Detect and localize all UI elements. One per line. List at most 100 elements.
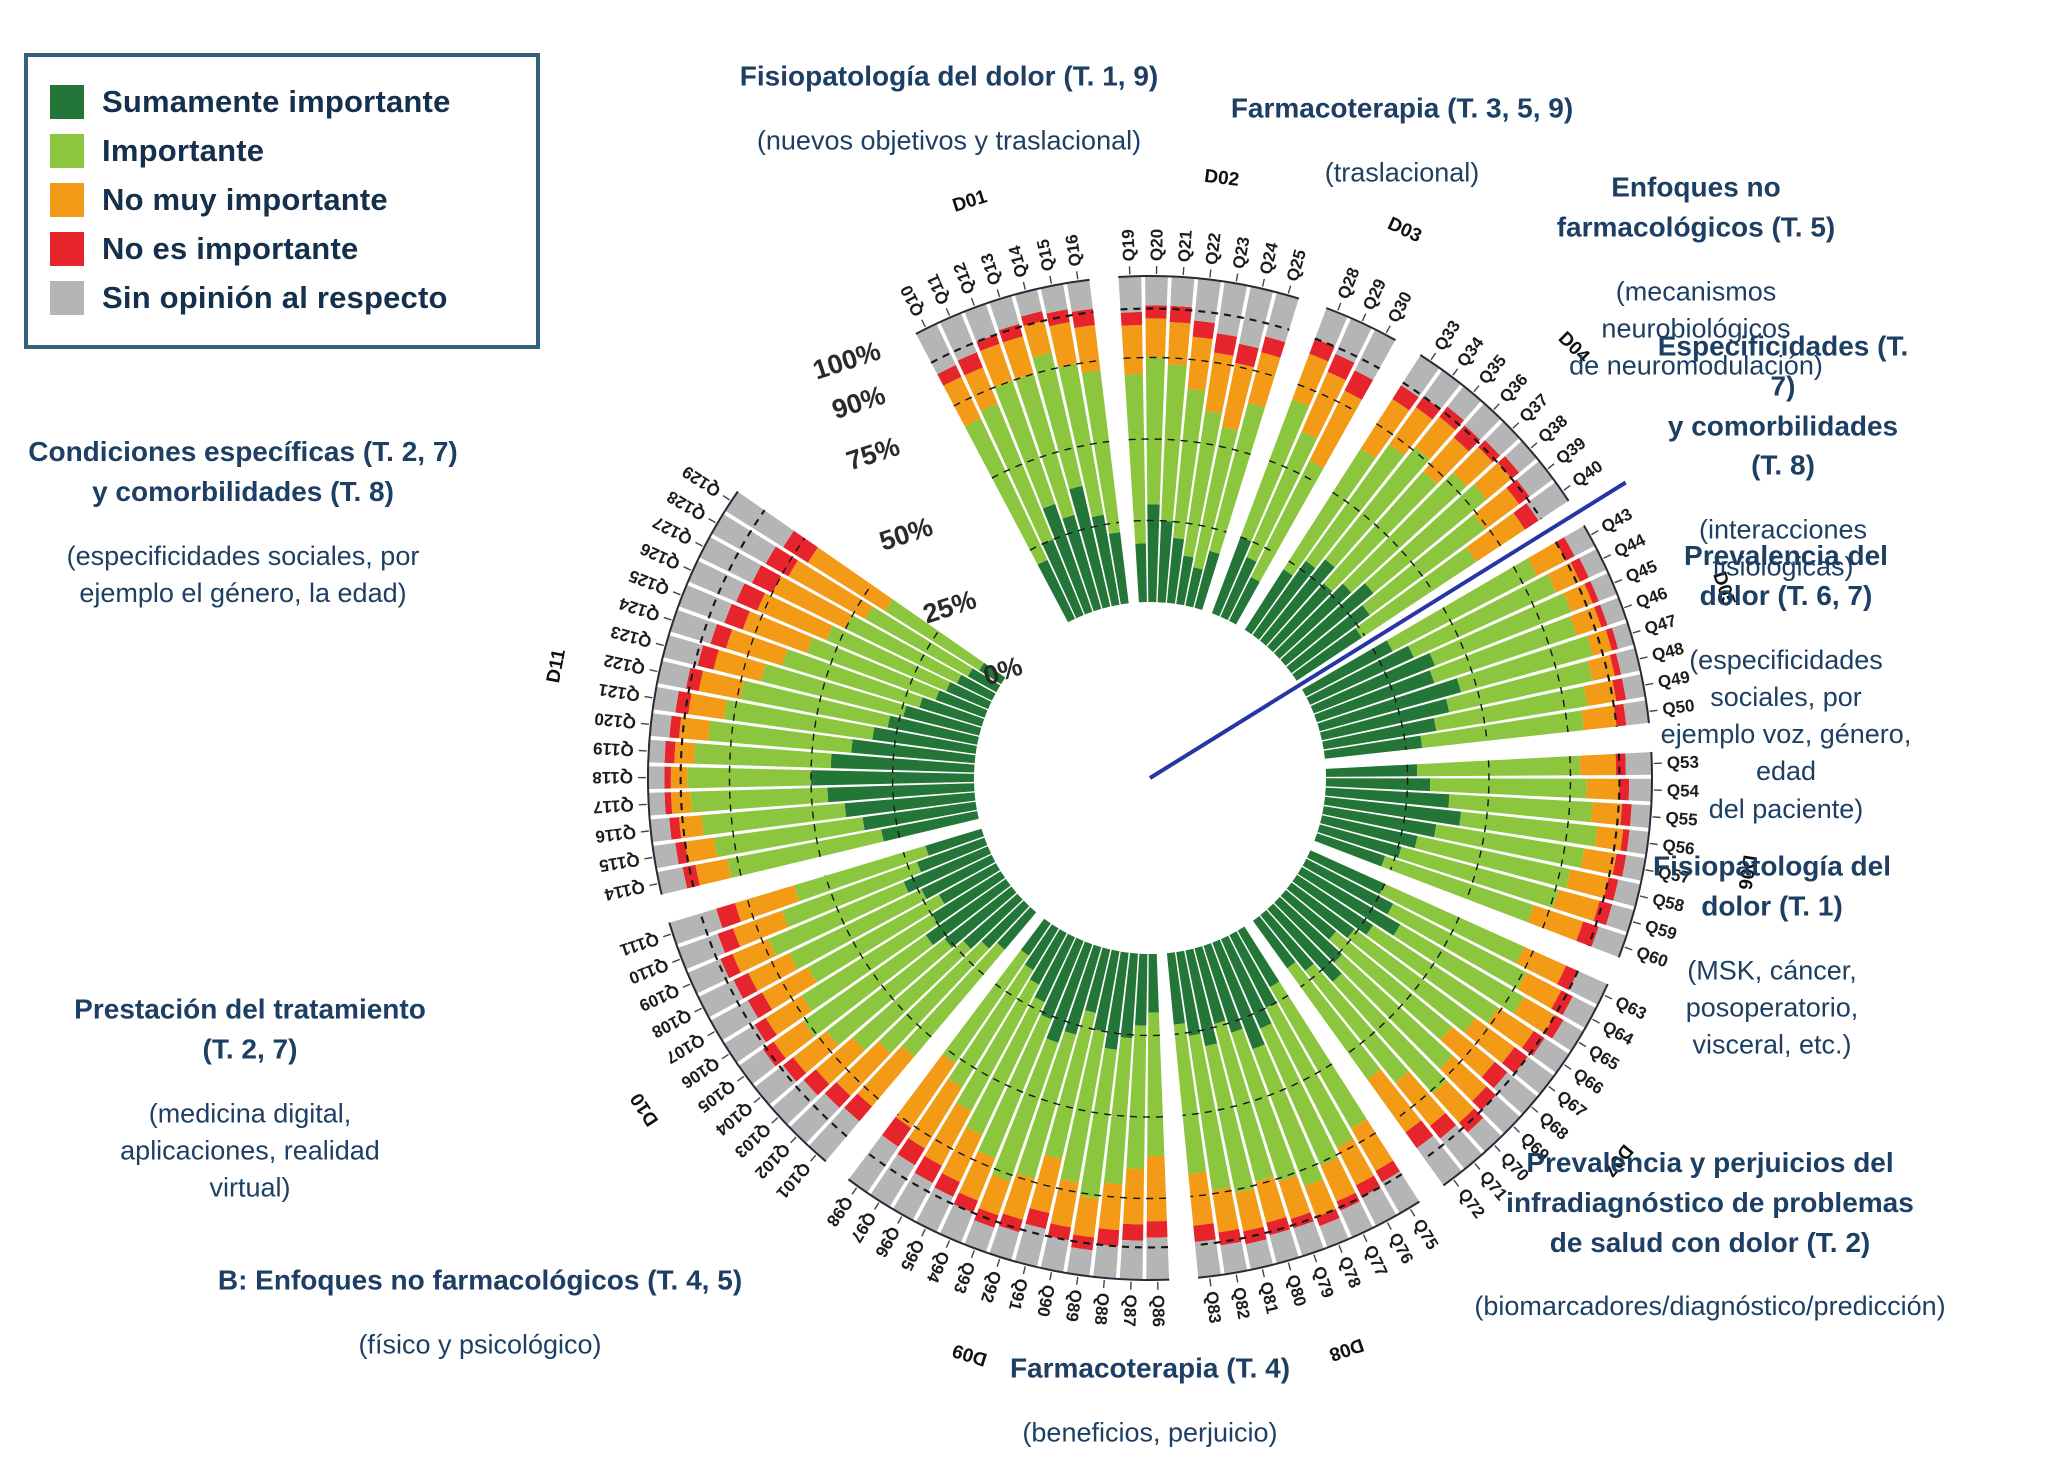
bar-segment <box>716 903 741 929</box>
bar-segment <box>921 854 996 900</box>
outer-rim <box>847 1178 1170 1281</box>
bar-segment <box>1612 678 1626 702</box>
annotation-subtitle: (nuevos objetivos y traslacional) <box>756 125 1142 156</box>
bar-segment <box>1517 972 1562 1009</box>
legend-swatch-dark-green <box>50 85 84 119</box>
question-label: Q120 <box>594 709 637 732</box>
annotation-title: Fisiopatología del dolor (T. 1, 9) <box>739 60 1159 92</box>
question-label: Q108 <box>649 1006 695 1042</box>
annotation-subtitle: (físico y psicológico) <box>358 1329 602 1360</box>
bar-segment <box>652 842 679 869</box>
bar-segment <box>1280 583 1374 666</box>
bar-segment <box>916 1187 954 1233</box>
gridline-25pct <box>1389 764 1409 871</box>
gridline-75pct <box>1190 1132 1377 1198</box>
question-label: Q125 <box>626 566 672 599</box>
bar-segment <box>811 770 974 786</box>
bar-segment <box>1594 604 1608 628</box>
question-label: Q16 <box>1062 233 1085 268</box>
question-label: Q50 <box>1661 696 1695 719</box>
legend-item-sumamente-importante: Sumamente importante <box>50 84 514 120</box>
gridline-25pct <box>1288 560 1366 637</box>
label-tick <box>708 517 716 524</box>
label-tick <box>1075 271 1079 280</box>
domain-group-D11: Q114Q115Q116Q117Q118Q119Q120Q121Q122Q123… <box>543 462 1006 904</box>
bar-segment <box>1315 308 1348 347</box>
bar-segment <box>1423 370 1461 410</box>
question-label: Q15 <box>1033 238 1058 273</box>
bar-segment <box>935 690 988 718</box>
bar-segment <box>713 649 766 682</box>
bar-segment <box>1245 1239 1274 1270</box>
bar-segment <box>734 885 800 922</box>
question-label: Q123 <box>609 622 654 651</box>
bar-segment <box>1085 947 1111 1013</box>
bar-segment <box>1173 1023 1207 1174</box>
bar-segment <box>1203 943 1243 1033</box>
label-tick <box>1578 1041 1587 1048</box>
bar-segment <box>748 953 798 991</box>
bar-segment <box>708 720 853 753</box>
label-tick <box>1564 1064 1572 1070</box>
bar-segment <box>1040 1236 1069 1273</box>
label-tick <box>1430 352 1437 361</box>
bar-segment <box>1121 325 1143 375</box>
bar-segment <box>1408 574 1557 658</box>
bar-segment <box>1392 385 1419 411</box>
question-label: Q117 <box>593 796 635 817</box>
bar-segment <box>1516 461 1554 497</box>
outer-rim <box>647 490 739 895</box>
bar-segment <box>682 864 700 889</box>
question-label: Q81 <box>1256 1280 1282 1316</box>
bar-segment <box>1314 670 1435 723</box>
bar-segment <box>1336 1138 1374 1186</box>
question-label: Q30 <box>1384 288 1416 325</box>
bar-segment <box>1332 973 1447 1094</box>
bar-segment <box>1481 1095 1521 1134</box>
bar-segment <box>1620 829 1630 852</box>
label-tick <box>707 1031 715 1037</box>
bar-segment <box>953 1192 978 1213</box>
gridline-25pct <box>902 851 985 976</box>
bar-segment <box>1119 1240 1144 1280</box>
bar-segment <box>1062 514 1102 612</box>
bar-segment <box>1293 1221 1324 1257</box>
label-tick <box>1474 1162 1481 1170</box>
bar-segment <box>931 871 1006 925</box>
bar-segment <box>1093 1244 1119 1279</box>
label-tick <box>683 566 692 571</box>
label-tick <box>1632 921 1641 925</box>
bar-segment <box>1214 333 1238 356</box>
bar-segment <box>1286 605 1370 674</box>
bar-segment <box>1176 555 1194 606</box>
bar-segment <box>782 1057 807 1082</box>
bar-segment <box>1147 504 1160 603</box>
question-label: Q56 <box>1661 836 1695 859</box>
bar-segment <box>1108 532 1129 605</box>
bar-segment <box>677 933 726 970</box>
question-label: Q13 <box>977 251 1005 287</box>
bar-segment <box>1513 997 1556 1034</box>
bar-segment <box>1034 933 1076 1003</box>
bar-segment <box>710 1000 759 1041</box>
gridline-90pct <box>1554 541 1618 727</box>
bar-segment <box>998 1213 1023 1233</box>
bar-segment <box>738 1049 776 1085</box>
annotation-fisiopatologia-dolor-t1: Fisiopatología del dolor (T. 1) (MSK, cá… <box>1635 828 1910 1081</box>
bar-segment <box>1145 357 1165 505</box>
question-label: Q22 <box>1202 232 1225 266</box>
bar-segment <box>754 1017 777 1043</box>
bar-segment <box>1320 815 1418 849</box>
bar-segment <box>652 686 679 713</box>
bar-segment <box>782 861 921 928</box>
bar-segment <box>1628 778 1653 802</box>
legend-item-label: Importante <box>102 133 265 168</box>
label-tick <box>1049 275 1053 284</box>
bar-segment <box>1340 1201 1373 1238</box>
bar-segment <box>1066 279 1093 312</box>
legend-swatch-light-green <box>50 134 84 168</box>
bar-segment <box>1194 1239 1221 1278</box>
gridline-75pct <box>746 898 879 1100</box>
label-tick <box>1645 869 1654 872</box>
